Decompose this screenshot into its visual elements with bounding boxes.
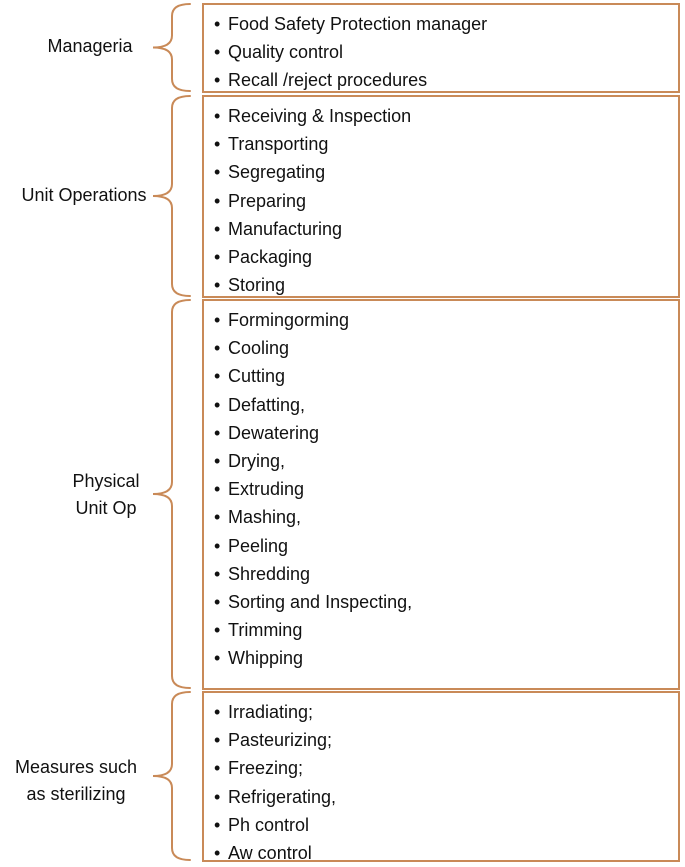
- item-list: •Formingorming •Cooling •Cutting •Defatt…: [204, 301, 678, 672]
- list-item: •Extruding: [214, 479, 305, 500]
- list-item: •Defatting,: [214, 394, 306, 415]
- group-label-measures-such-as-sterilizing: Measures such as sterilizing: [14, 757, 138, 804]
- item-list: •Receiving & Inspection •Transporting •S…: [204, 97, 678, 299]
- item-list: •Food Safety Protection manager •Quality…: [204, 5, 678, 95]
- list-item: •Receiving & Inspection: [214, 106, 412, 126]
- group-box-physical-unit-op: •Formingorming •Cooling •Cutting •Defatt…: [202, 299, 680, 690]
- list-item: •Preparing: [214, 190, 307, 211]
- list-item: •Drying,: [214, 450, 286, 471]
- group-label-physical-unit-op: Physical Unit Op: [72, 471, 140, 518]
- list-item: •Refrigerating,: [214, 786, 337, 807]
- list-item: •Storing: [214, 275, 286, 296]
- list-item: •Irradiating;: [214, 702, 314, 722]
- list-item: •Recall /reject procedures: [214, 70, 428, 91]
- list-item: •Formingorming: [214, 310, 350, 330]
- group-box-measures-such-as-sterilizing: •Irradiating; •Pasteurizing; •Freezing; …: [202, 691, 680, 863]
- group-box-unit-operations: •Receiving & Inspection •Transporting •S…: [202, 95, 680, 298]
- list-item: •Peeling: [214, 535, 289, 556]
- list-item: •Dewatering: [214, 422, 320, 443]
- list-item: •Shredding: [214, 563, 311, 584]
- list-item: •Freezing;: [214, 758, 304, 779]
- list-item: •Whipping: [214, 648, 304, 669]
- list-item: •Cooling: [214, 338, 290, 359]
- list-item: •Mashing,: [214, 507, 302, 528]
- group-box-manageria: •Food Safety Protection manager •Quality…: [202, 3, 680, 93]
- list-item: •Manufacturing: [214, 218, 343, 239]
- group-label-unit-operations: Unit Operations: [21, 185, 147, 205]
- list-item: •Sorting and Inspecting,: [214, 591, 413, 612]
- list-item: •Quality control: [214, 42, 344, 63]
- list-item: •Packaging: [214, 246, 313, 267]
- group-label-manageria: Manageria: [47, 36, 133, 56]
- list-item: •Cutting: [214, 366, 286, 387]
- list-item: •Food Safety Protection manager: [214, 14, 488, 34]
- brace-measures-such-as-sterilizing: [152, 691, 191, 861]
- list-item: •Pasteurizing;: [214, 730, 333, 751]
- list-item: •Segregating: [214, 162, 326, 183]
- item-list: •Irradiating; •Pasteurizing; •Freezing; …: [204, 693, 678, 867]
- list-item: •Aw control: [214, 842, 312, 863]
- list-item: •Trimming: [214, 620, 303, 641]
- list-item: •Transporting: [214, 134, 329, 155]
- list-item: •Ph control: [214, 814, 310, 835]
